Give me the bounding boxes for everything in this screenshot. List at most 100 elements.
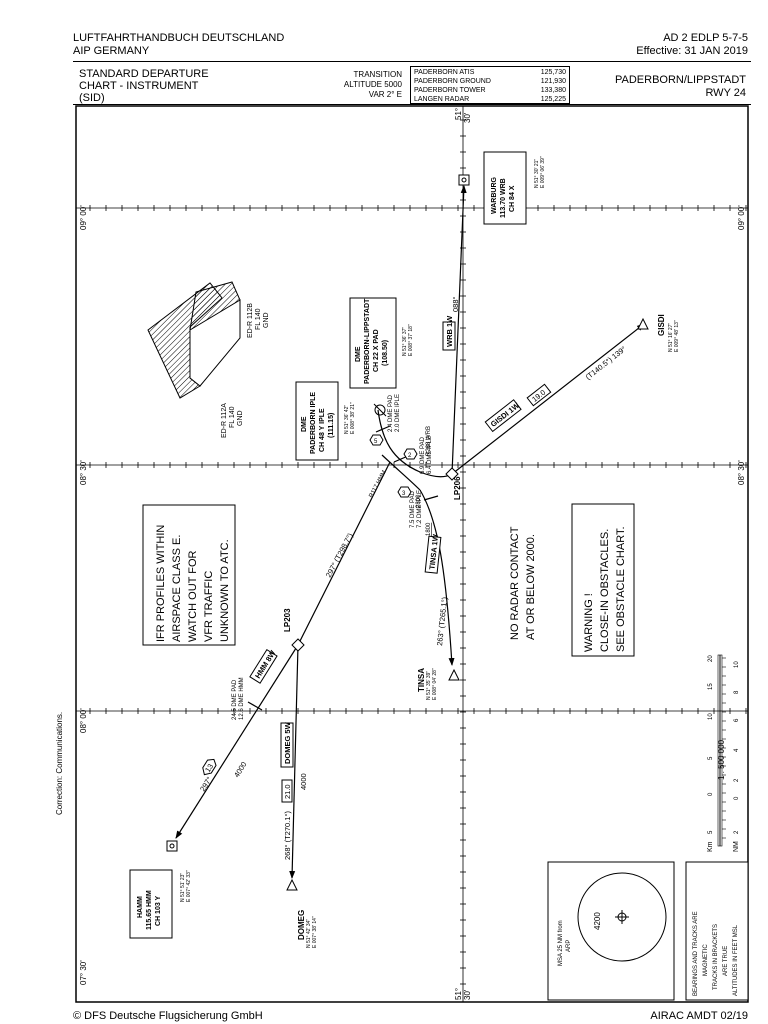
edr112b-label3: GND bbox=[263, 312, 270, 328]
chart-type-line1: STANDARD DEPARTURE bbox=[79, 68, 209, 80]
msa-circle bbox=[577, 872, 667, 962]
scale-nm-tick: 2 bbox=[734, 830, 740, 834]
msa-value: 4200 bbox=[593, 912, 602, 930]
lon-label-0900-left: 09° 00' bbox=[79, 205, 88, 230]
dme7-label: 7.5 DME PAD bbox=[410, 490, 416, 528]
tinsa-track-label: 263° (T265.1°) bbox=[435, 596, 449, 646]
pad-coord1: N 51° 36' 37" bbox=[402, 327, 408, 356]
warning-line1: WARNING ! bbox=[583, 593, 595, 652]
tinsa-label: TINSA bbox=[417, 668, 426, 692]
iple-freq: (111.15) bbox=[328, 413, 335, 438]
bearings-line3: TRACKS IN BRACKETS bbox=[713, 924, 719, 990]
scale-nm-tick: 6 bbox=[734, 718, 740, 722]
gisdi1w-label: GISDI 1W bbox=[489, 400, 522, 428]
waypoints bbox=[166, 174, 649, 891]
graticule-labels: 09° 00' 09° 00' 08° 30' 08° 30' 08° 00' … bbox=[79, 108, 746, 1000]
wrb-track-label: 088° bbox=[451, 296, 460, 312]
bearings-line5: ALTITUDES IN FEET MSL bbox=[733, 924, 739, 996]
scale-minor-ticks bbox=[722, 657, 726, 839]
lon-label-0830-left: 08° 30' bbox=[79, 460, 88, 485]
frequency-value: 133,380 bbox=[540, 87, 566, 94]
fix-2-4-dme bbox=[375, 425, 391, 433]
navaid-warburg-box: WARBURG 113.70 WRB CH 84 X bbox=[483, 151, 527, 225]
hamm-coord2: E 007° 42' 33" bbox=[186, 870, 192, 902]
fix-7-5-dme bbox=[423, 495, 439, 501]
dme-fixes bbox=[247, 425, 439, 711]
iple-coord1: N 51° 36' 42" bbox=[344, 405, 350, 434]
lp203-label: LP203 bbox=[283, 608, 292, 632]
gisdi1w-tag: GISDI 1W bbox=[484, 399, 522, 433]
footer-copyright: © DFS Deutsche Flugsicherung GmbH bbox=[73, 1010, 263, 1022]
gisdi-dist-tag: 19.0 bbox=[526, 383, 552, 407]
hmm8w-tag: HMM 8W bbox=[249, 648, 278, 684]
ifr-line4: VFR TRAFFIC bbox=[203, 571, 215, 642]
lp206-symbol bbox=[445, 467, 459, 481]
lon-label-0730-left: 07° 30' bbox=[79, 960, 88, 985]
alt-3-label: 3 bbox=[402, 491, 406, 497]
ifr-line1: IFR PROFILES WITHIN bbox=[155, 525, 167, 642]
lat-label-30-top: 30' bbox=[463, 112, 472, 123]
domeg-coord2: E 007° 38' 14" bbox=[312, 916, 318, 948]
msa-label1: MSA 25 NM from bbox=[558, 920, 564, 966]
scale-nm-tick: 4 bbox=[734, 748, 740, 752]
dme4-label: 2.0 DME IPLE bbox=[395, 394, 401, 432]
scale-nm-tick: 10 bbox=[734, 661, 740, 668]
scale-km-tick: 0 bbox=[708, 792, 714, 796]
dme5-label: 6.9 DME PAD bbox=[420, 436, 426, 474]
scale-km-tick: 10 bbox=[708, 713, 714, 720]
pad-coord2: E 008° 37' 18" bbox=[408, 324, 414, 356]
route-labels: WRB 1W 088° GISDI 1W 19.0 (T140.5°) 139°… bbox=[198, 296, 628, 860]
domeg-label: DOMEG bbox=[297, 910, 306, 940]
domeg-symbol bbox=[286, 878, 298, 891]
route-domeg5w bbox=[289, 644, 299, 879]
alt-2800-label: 2800 bbox=[416, 494, 422, 508]
edr112b-label1: ED-R 112B bbox=[247, 303, 254, 338]
frequency-name: PADERBORN ATIS bbox=[414, 69, 475, 76]
pad-freq: (108.50) bbox=[382, 340, 389, 366]
warning-line2: CLOSE-IN OBSTACLES. bbox=[599, 529, 611, 652]
alt-2-label: 2 bbox=[408, 453, 412, 459]
navaid-iple-box: DME PADERBORN IPLE CH 48 Y IPLE (111.15) bbox=[295, 381, 339, 461]
note-warning-box: WARNING ! CLOSE-IN OBSTACLES. SEE OBSTAC… bbox=[571, 503, 635, 657]
edr-inner-gap bbox=[189, 299, 241, 387]
tinsa-symbol bbox=[448, 668, 460, 681]
lat-label-51-top: 51° bbox=[454, 108, 463, 120]
wrb1w-label: WRB 1W bbox=[445, 315, 454, 347]
route-wrb1w bbox=[451, 185, 467, 475]
scale-bar: 1 : 500 000 Km NM 20 15 10 5 0 5 10 8 6 … bbox=[707, 655, 740, 852]
frequency-value: 121,930 bbox=[540, 78, 566, 85]
scale-km-tick: 5 bbox=[708, 830, 714, 834]
radar-line2: AT OR BELOW 2000. bbox=[525, 534, 537, 640]
hmm-alt-label: 4000 bbox=[232, 760, 248, 779]
edr112a-label3: GND bbox=[237, 410, 244, 426]
transition-line1: TRANSITION bbox=[353, 70, 402, 79]
edr112b-label2: FL 140 bbox=[255, 308, 262, 330]
footer-amendment: AIRAC AMDT 02/19 bbox=[650, 1010, 748, 1022]
scale-km-tick: 15 bbox=[708, 683, 714, 690]
wrb1w-tag: WRB 1W bbox=[442, 315, 456, 351]
warburg-vor-symbol bbox=[458, 174, 470, 186]
alt-1800-label: 1800 bbox=[426, 522, 432, 536]
warburg-ch: CH 84 X bbox=[509, 185, 516, 212]
scale-nm-tick: 2 bbox=[734, 778, 740, 782]
publication-subtitle: AIP GERMANY bbox=[73, 45, 150, 57]
edr112a-label2: FL 140 bbox=[229, 406, 236, 428]
alt-tag-2: 2 bbox=[403, 448, 418, 460]
departure-curve-2 bbox=[381, 454, 421, 491]
frequency-value: 125,225 bbox=[540, 96, 566, 103]
domeg5w-label: DOMEG 5W bbox=[283, 721, 292, 764]
scale-km-tick: 20 bbox=[708, 655, 714, 662]
title-rule bbox=[73, 104, 751, 105]
r268-label: R268 WRB bbox=[426, 426, 432, 456]
lat-label-30-bottom: 30' bbox=[463, 989, 472, 1000]
msa-box: MSA 25 NM from ARP 4200 bbox=[547, 861, 675, 1001]
dme3-label: 2.4 DME PAD bbox=[388, 394, 394, 432]
pad-type: DME bbox=[355, 346, 362, 362]
bearings-line1: BEARINGS AND TRACKS ARE bbox=[693, 911, 699, 996]
correction-note: Correction: Communications. bbox=[55, 711, 64, 815]
lon-label-0830-right: 08° 30' bbox=[737, 460, 746, 485]
lp206-label: LP206 bbox=[453, 476, 462, 500]
